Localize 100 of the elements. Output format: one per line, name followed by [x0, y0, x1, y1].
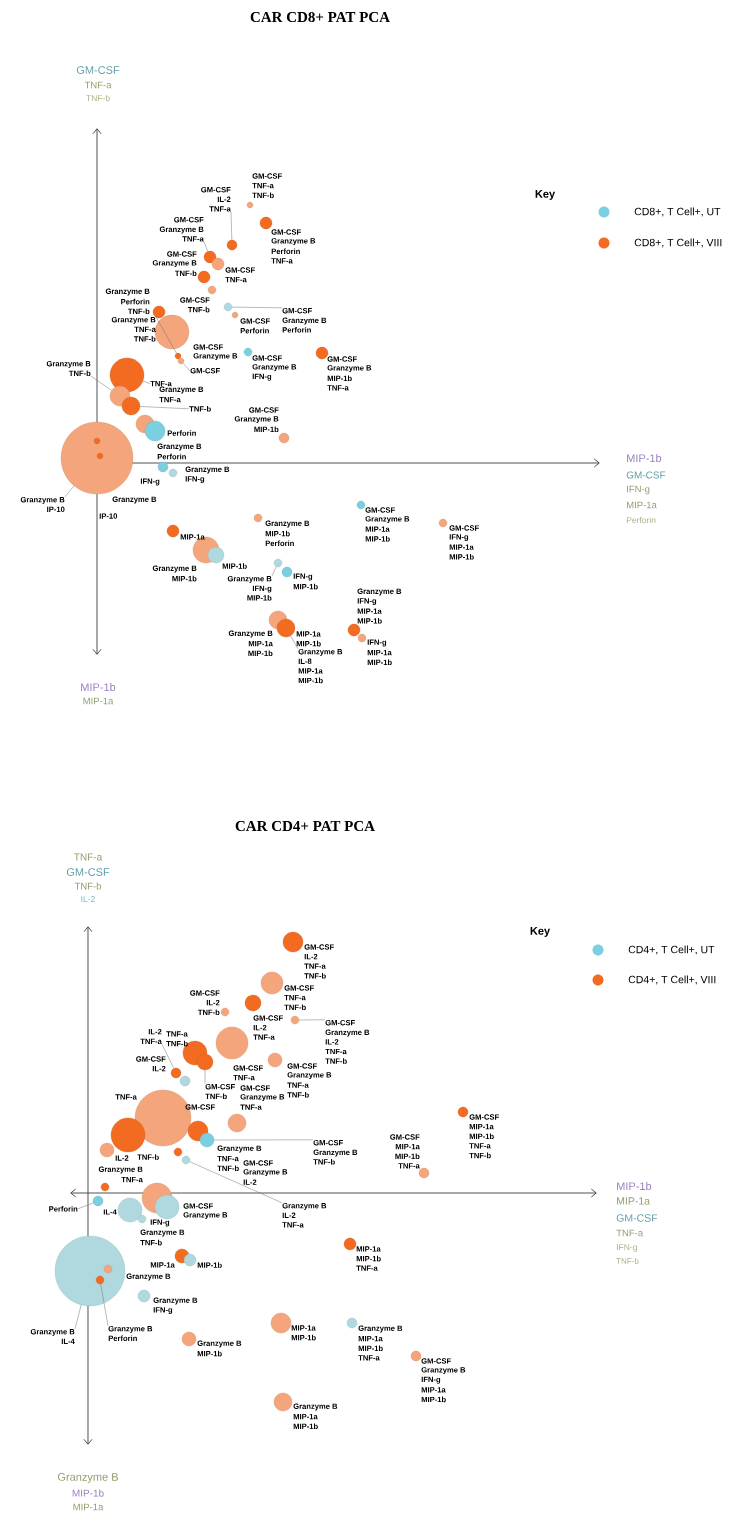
bubble: [357, 633, 367, 643]
bubble: [187, 1120, 209, 1142]
bubble: [173, 1147, 183, 1157]
bubble: [110, 1117, 146, 1153]
bubble: [99, 1142, 115, 1158]
bubble: [207, 285, 217, 295]
bubble: [54, 1235, 126, 1307]
bubble: [93, 437, 101, 445]
axis-label: MIP-1a: [617, 1197, 651, 1205]
bubble: [174, 352, 182, 360]
bubble: [137, 1214, 147, 1224]
axis-label: MIP-1b: [81, 683, 116, 692]
bubble: [457, 1106, 469, 1118]
leader-line: [189, 1161, 283, 1204]
bubble: [282, 931, 304, 953]
bubble: [347, 623, 361, 637]
bubble: [246, 201, 254, 209]
bubble: [356, 500, 366, 510]
bubble: [215, 1026, 249, 1060]
bubble: [343, 1237, 357, 1251]
bubble: [410, 1350, 422, 1362]
axis-label: IFN-g: [627, 485, 650, 495]
bubble: [260, 971, 284, 995]
leader-line: [298, 1019, 326, 1021]
bubble: [183, 1253, 197, 1267]
axis-label: Perforin: [626, 516, 656, 524]
bubble: [137, 1289, 151, 1303]
bubble: [226, 239, 238, 251]
legend-label: CD8+, T Cell+, VIII: [634, 238, 722, 248]
bubble: [170, 1067, 182, 1079]
bubble: [92, 1195, 104, 1207]
bubble: [207, 546, 225, 564]
bubble: [231, 311, 239, 319]
bubble: [438, 518, 448, 528]
bubble: [276, 618, 296, 638]
bubble: [157, 461, 169, 473]
bubble: [253, 513, 263, 523]
leader-line: [77, 1202, 94, 1210]
bubble: [418, 1167, 430, 1179]
bubble: [220, 1007, 230, 1017]
bubble: [103, 1264, 113, 1274]
bubble: [179, 1075, 191, 1087]
axis-label: IL-2: [81, 896, 95, 902]
bubble: [267, 1052, 283, 1068]
bubble: [100, 1182, 110, 1192]
axis-label: MIP-1a: [73, 1503, 104, 1511]
bubble: [273, 558, 283, 568]
bubble: [121, 396, 141, 416]
axis-label: TNF-a: [84, 81, 112, 89]
leader-line: [231, 306, 283, 309]
bubble: [144, 420, 166, 442]
bubble: [168, 468, 178, 478]
legend-title: Key: [530, 927, 550, 937]
axis-label: GM-CSF: [76, 66, 120, 74]
axis-label: GM-CSF: [66, 868, 110, 876]
bubble: [227, 1113, 247, 1133]
bubble: [270, 1312, 292, 1334]
axis-label: MIP-1a: [627, 501, 657, 509]
leader-line: [290, 635, 299, 650]
bubble: [223, 302, 233, 312]
bubble: [109, 385, 131, 407]
leader-line: [213, 1139, 314, 1141]
bubble: [278, 432, 290, 444]
axis-label: TNF-a: [74, 853, 103, 861]
axis-label: GM-CSF: [626, 471, 666, 479]
leader-line: [139, 406, 190, 410]
axis-label: TNF-a: [616, 1229, 644, 1237]
bubble: [109, 357, 145, 393]
bubble: [273, 1392, 293, 1412]
axis-label: GM-CSF: [616, 1214, 658, 1222]
axis-label: TNF-b: [86, 94, 110, 102]
bubble: [197, 270, 211, 284]
bubble: [181, 1331, 197, 1347]
legend-title: Key: [535, 190, 555, 200]
bubble: [259, 216, 273, 230]
leader-line: [74, 1304, 82, 1330]
axis-label: IFN-g: [617, 1244, 637, 1252]
leader-line: [230, 211, 233, 241]
legend-label: CD4+, T Cell+, UT: [628, 945, 715, 955]
leader-line: [64, 485, 75, 498]
leader-line: [155, 316, 177, 354]
axis-label: MIP-1b: [627, 454, 662, 463]
bubble: [60, 421, 134, 495]
bubble: [181, 1155, 191, 1165]
axis-label: MIP-1b: [617, 1181, 652, 1191]
leader-line: [142, 380, 151, 384]
bubble: [211, 257, 225, 271]
leader-line: [161, 1043, 174, 1069]
bubble: [154, 314, 190, 350]
axis-label: TNF-b: [74, 882, 102, 890]
chart-title: CAR CD4+ PAT PCA: [235, 821, 375, 832]
leader-line: [90, 375, 112, 391]
bubble: [203, 250, 217, 264]
bubble: [346, 1317, 358, 1329]
bubble: [290, 1015, 300, 1025]
axis-label: TNF-b: [616, 1258, 639, 1264]
bubble: [117, 1197, 143, 1223]
legend-label: CD4+, T Cell+, VIII: [628, 975, 716, 985]
bubble: [166, 524, 180, 538]
bubble: [152, 305, 166, 319]
